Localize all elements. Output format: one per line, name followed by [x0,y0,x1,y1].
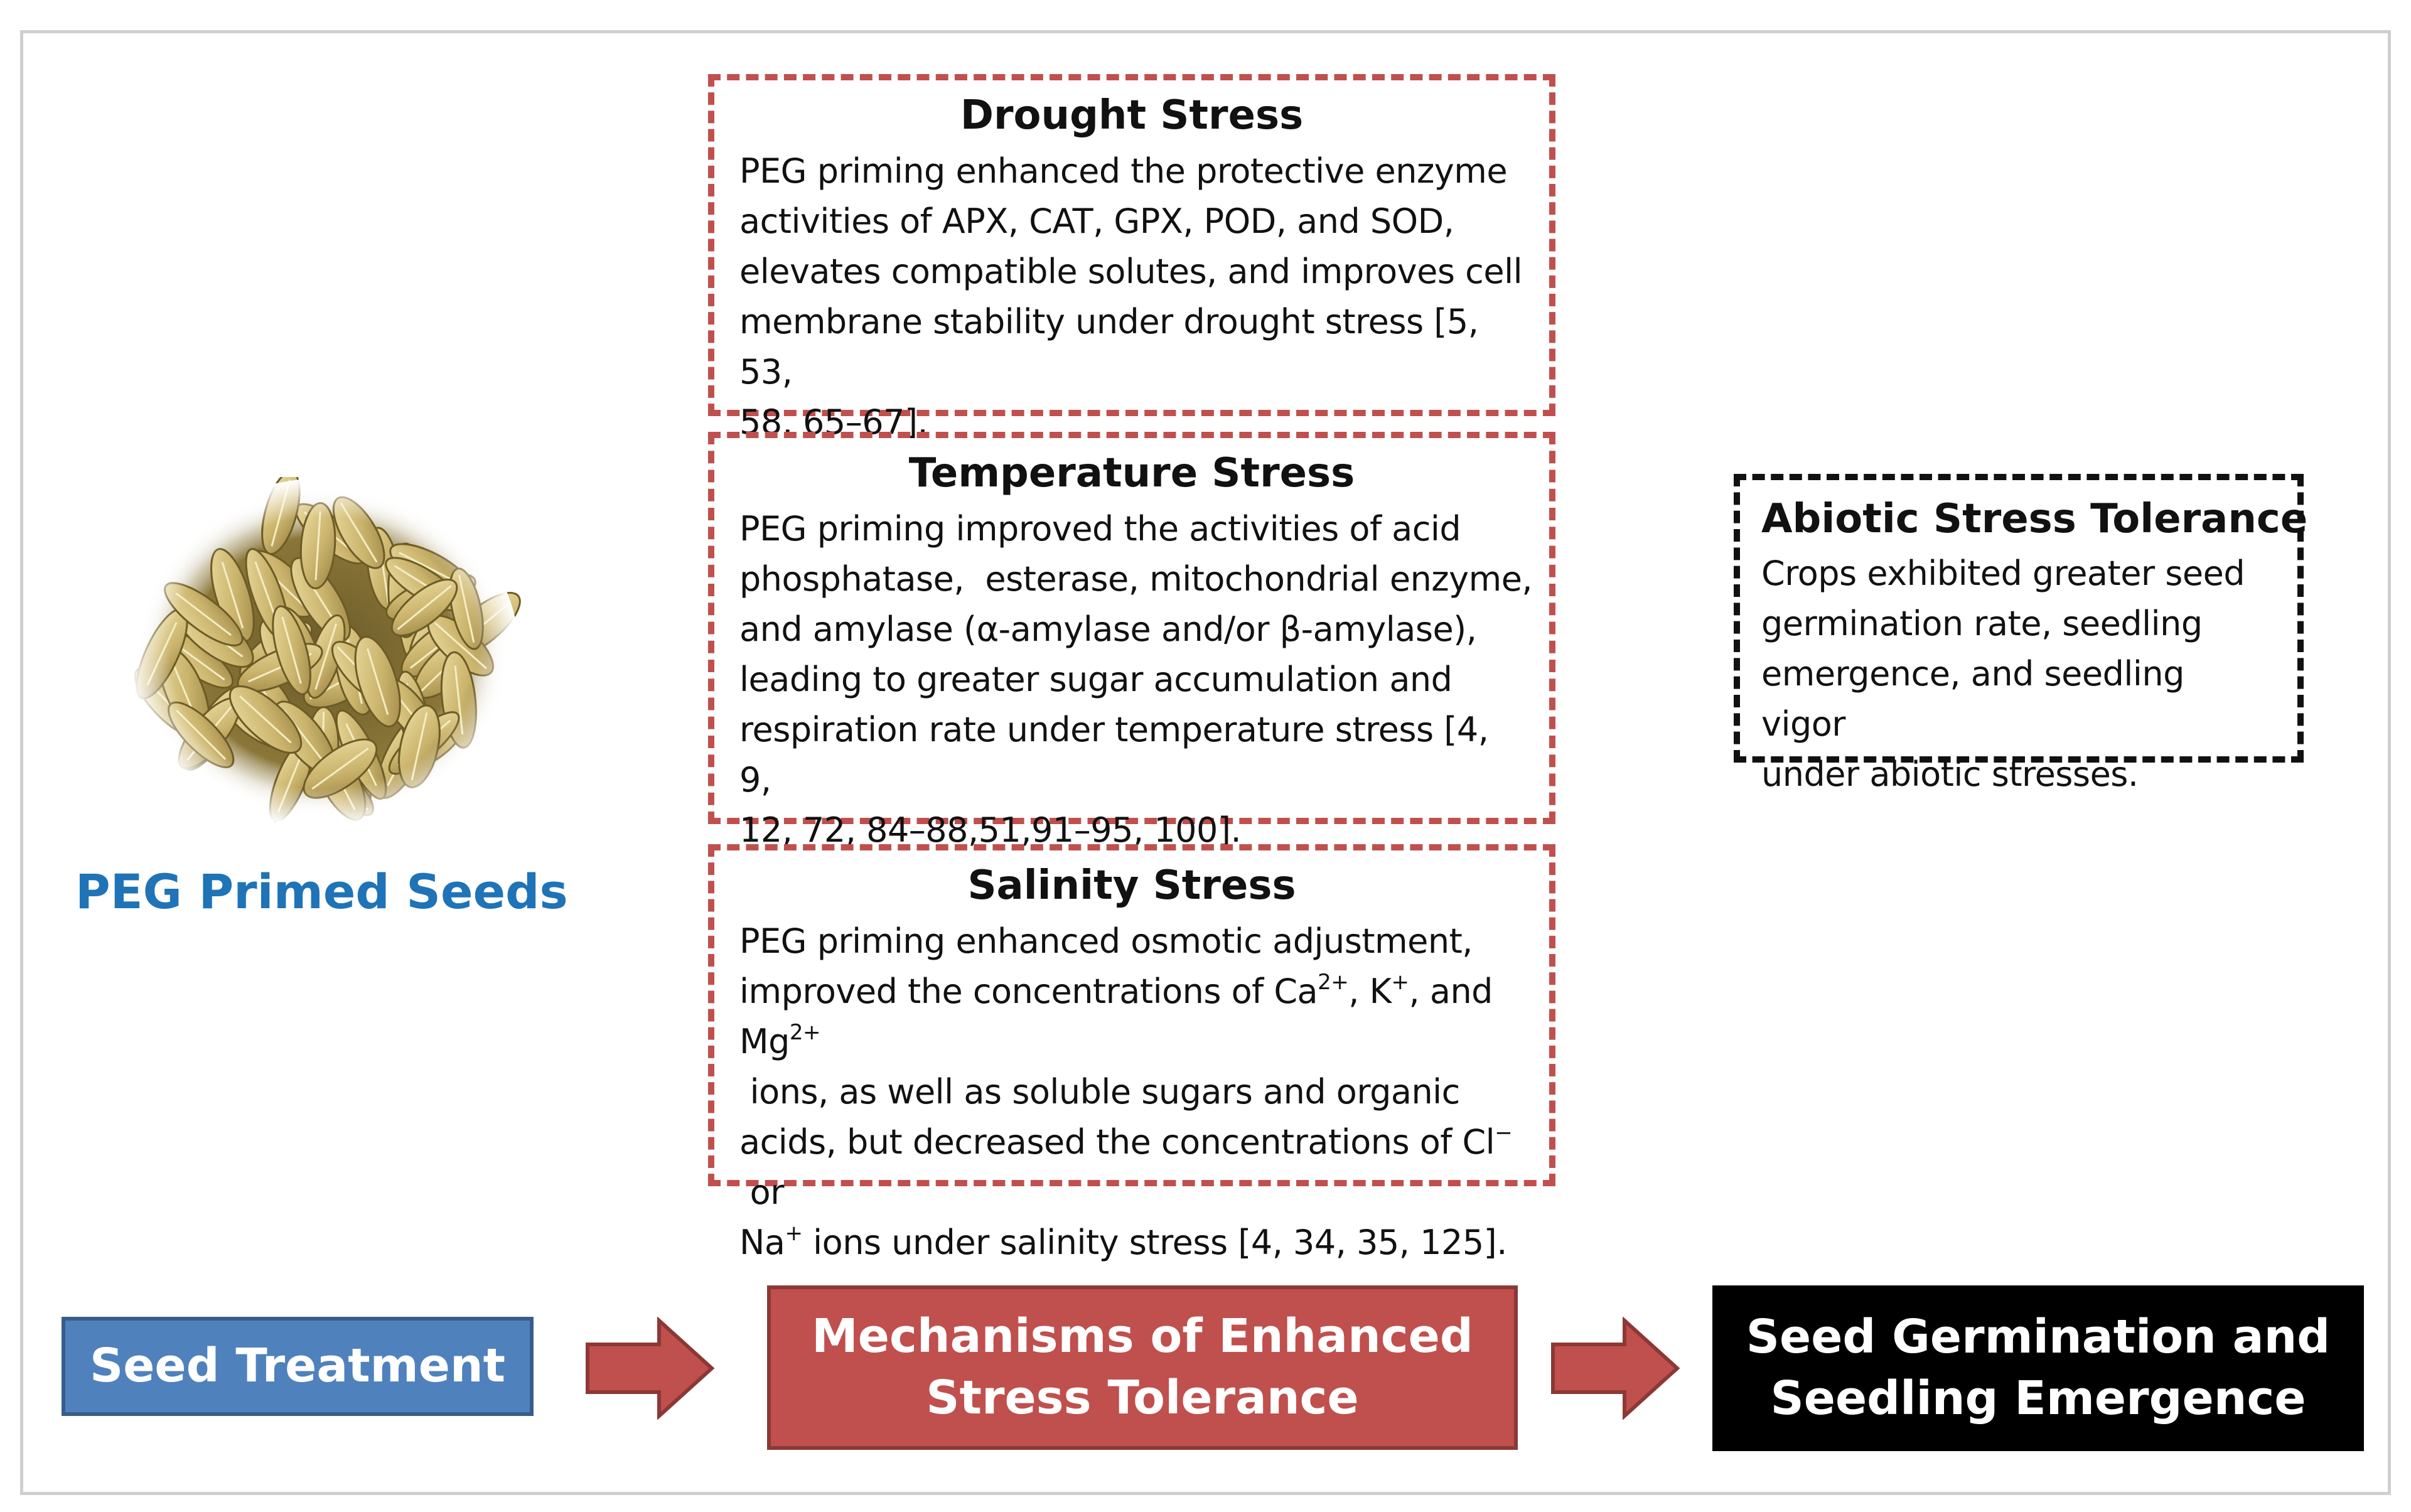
right-arrow-icon [584,1317,716,1420]
abiotic-text: Crops exhibited greater seed germination… [1761,549,2276,800]
abiotic-line: emergence, and seedling vigor [1761,653,2184,744]
mechanisms-line: Mechanisms of Enhanced [812,1309,1473,1364]
abiotic-stress-tolerance-box: Abiotic Stress Tolerance Crops exhibited… [1734,474,2308,794]
arrow-shape [1551,1317,1680,1420]
salinity-text: ions, as well as soluble sugars and orga… [739,1071,1461,1112]
ion-charge: 2+ [789,1019,821,1045]
right-arrow-icon [1549,1317,1681,1420]
germination-label: Seed Germination and Seedling Emergence [1746,1307,2331,1429]
drought-stress-box: Drought Stress PEG priming enhanced the … [708,74,1555,442]
seed-treatment-box: Seed Treatment [62,1317,534,1416]
abiotic-line: under abiotic stresses. [1761,754,2139,794]
germination-box: Seed Germination and Seedling Emergence [1712,1285,2364,1451]
salinity-text: , K [1348,971,1392,1011]
temperature-line: phosphatase, esterase, mitochondrial enz… [739,559,1533,599]
salinity-line: improved the concentrations of Ca2+, K+,… [739,967,1524,1017]
salinity-line: acids, but decreased the concentrations … [739,1117,1524,1218]
drought-stress-text: PEG priming enhanced the protective enzy… [739,146,1524,448]
germination-line: Seedling Emergence [1770,1371,2306,1425]
temperature-stress-title: Temperature Stress [908,450,1355,496]
seed-label: PEG Primed Seeds [75,864,568,920]
drought-stress-title: Drought Stress [960,92,1304,139]
drought-line: activities of APX, CAT, GPX, POD, and SO… [739,201,1454,241]
salinity-line: PEG priming enhanced osmotic adjustment, [739,921,1473,961]
germination-line: Seed Germination and [1746,1310,2331,1365]
salinity-stress-text: PEG priming enhanced osmotic adjustment,… [739,916,1524,1268]
outer-frame [20,30,2391,1495]
abiotic-title: Abiotic Stress Tolerance [1761,496,2308,542]
temperature-line: leading to greater sugar accumulation an… [739,659,1453,699]
ion-charge: 2+ [1318,969,1349,995]
rice-seeds-image [122,477,524,828]
arrow-shape [586,1317,715,1420]
salinity-text: acids, but decreased the concentrations … [739,1122,1495,1162]
drought-line: membrane stability under drought stress … [739,301,1479,392]
drought-line: elevates compatible solutes, and improve… [739,251,1523,291]
seed-treatment-label: Seed Treatment [89,1339,506,1393]
salinity-text: , and [1409,971,1493,1011]
salinity-line: Mg2+ ions, as well as soluble sugars and… [739,1017,1524,1117]
salinity-text: or [739,1172,785,1212]
ion-charge: + [1391,969,1410,995]
abiotic-line: Crops exhibited greater seed [1761,553,2245,593]
ion-charge: − [1495,1120,1513,1145]
ion-charge: + [785,1220,803,1246]
abiotic-line: germination rate, seedling [1761,603,2203,643]
mechanisms-box: Mechanisms of Enhanced Stress Tolerance [767,1285,1518,1450]
salinity-line: Na+ ions under salinity stress [4, 34, 3… [739,1218,1524,1268]
mechanisms-label: Mechanisms of Enhanced Stress Tolerance [812,1306,1473,1429]
temperature-stress-text: PEG priming improved the activities of a… [739,504,1533,855]
salinity-text: Na [739,1222,785,1262]
salinity-text: ions under salinity stress [4, 34, 35, 1… [802,1222,1507,1262]
temperature-line: 12, 72, 84–88,51,91–95, 100]. [739,810,1242,850]
drought-line: PEG priming enhanced the protective enzy… [739,151,1508,191]
temperature-line: PEG priming improved the activities of a… [739,508,1461,549]
salinity-text: Mg [739,1021,790,1061]
salinity-stress-title: Salinity Stress [967,862,1296,909]
temperature-stress-box: Temperature Stress PEG priming improved … [708,432,1555,850]
salinity-text: improved the concentrations of Ca [739,971,1318,1011]
mechanisms-line: Stress Tolerance [926,1371,1359,1425]
temperature-line: and amylase (α-amylase and/or β-amylase)… [739,609,1477,649]
rice-seeds-svg [127,477,521,827]
temperature-line: respiration rate under temperature stres… [739,709,1489,800]
salinity-stress-box: Salinity Stress PEG priming enhanced osm… [708,844,1555,1262]
